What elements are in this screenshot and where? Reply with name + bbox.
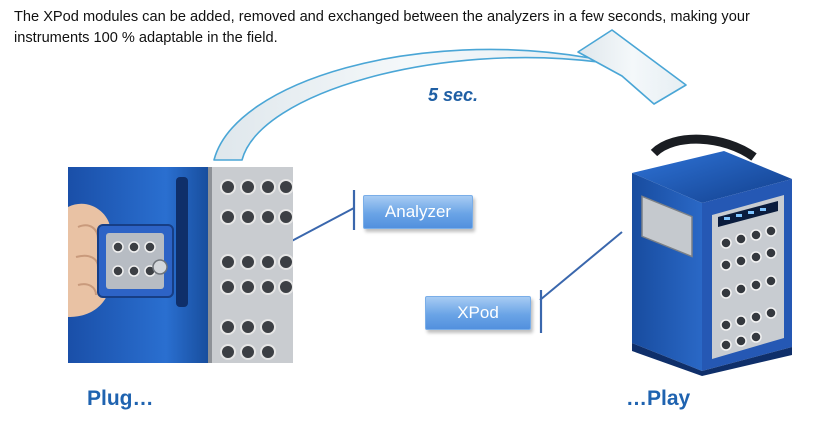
- analyzer-label: Analyzer: [363, 195, 473, 229]
- analyzer-illustration: [632, 134, 792, 376]
- arrow-head: [577, 29, 687, 105]
- play-photo: [614, 133, 802, 376]
- timing-label: 5 sec.: [428, 85, 479, 105]
- xpod-connector: [539, 231, 623, 301]
- xpod-label: XPod: [425, 296, 531, 330]
- plug-photo: [68, 167, 293, 363]
- intro-text: The XPod modules can be added, removed a…: [14, 9, 750, 46]
- play-caption: …Play: [626, 387, 691, 410]
- plug-illustration: [68, 167, 293, 363]
- arrow-body: [213, 48, 599, 161]
- plug-caption: Plug…: [87, 387, 154, 410]
- analyzer-connector: [285, 207, 355, 245]
